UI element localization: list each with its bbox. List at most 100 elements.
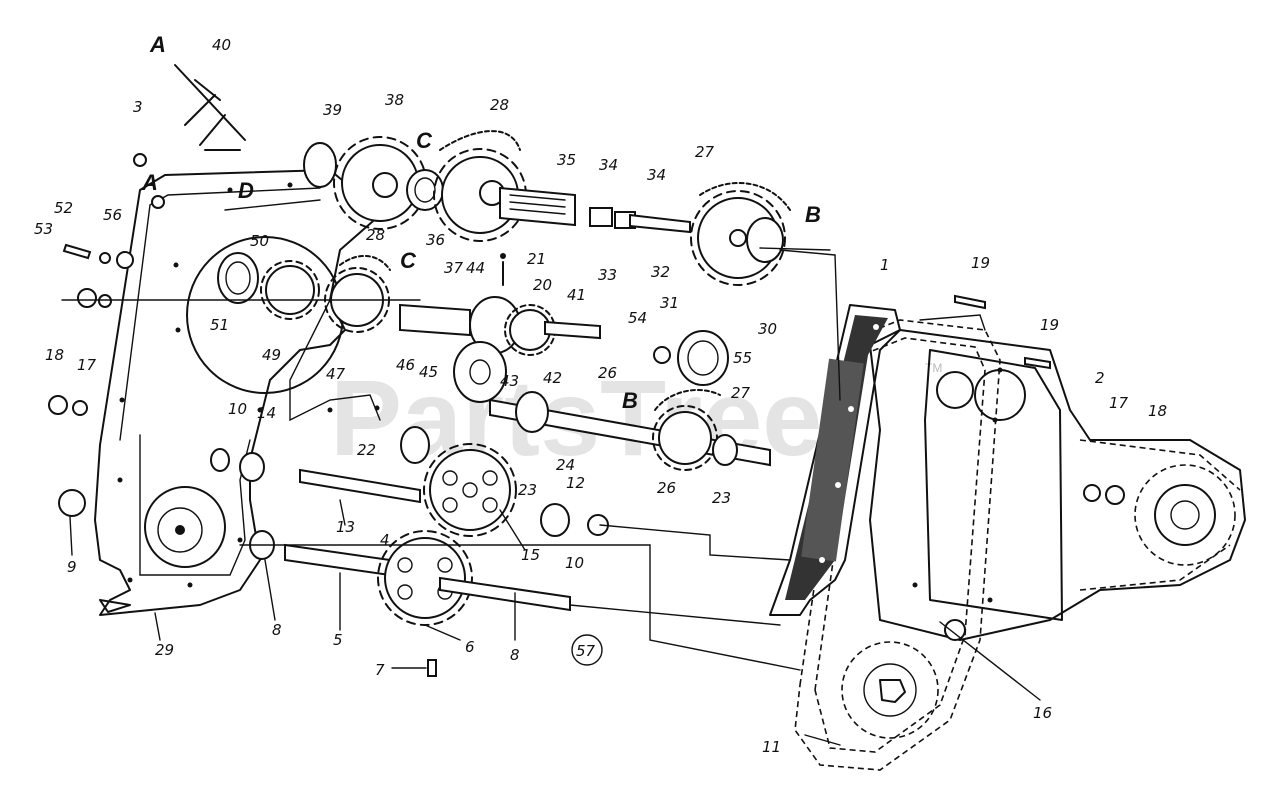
- callout-36: 36: [426, 231, 445, 249]
- bolt-53: [62, 243, 92, 260]
- letter-b-upper: B: [805, 202, 821, 227]
- callout-10a: 10: [228, 400, 247, 418]
- washer-39: [303, 142, 337, 188]
- callout-11: 11: [762, 738, 781, 756]
- hex-nut: [879, 679, 906, 703]
- callout-4: 4: [380, 531, 390, 549]
- washer-54: [653, 346, 671, 364]
- callout-38: 38: [385, 91, 404, 109]
- callout-51: 51: [210, 316, 229, 334]
- nut-18-right: [1105, 485, 1125, 505]
- letter-d: D: [238, 178, 254, 203]
- callout-41: 41: [567, 286, 586, 304]
- washer-10a: [210, 448, 230, 472]
- bushing-30: [746, 217, 784, 263]
- callout-44: 44: [466, 259, 485, 277]
- bearing-55: [677, 330, 729, 386]
- callout-10b: 10: [565, 554, 584, 572]
- callout-54: 54: [628, 309, 647, 327]
- right-housing-boss: [1154, 484, 1216, 546]
- callout-1: 1: [880, 256, 890, 274]
- center-hub: [399, 296, 601, 356]
- cover-plate: [924, 349, 1063, 621]
- sprocket-49: [265, 265, 315, 315]
- chain-27-upper: [699, 182, 791, 211]
- callout-18a: 18: [45, 346, 64, 364]
- callout-9: 9: [67, 558, 77, 576]
- bolt-19a: [954, 294, 986, 310]
- washer-10b: [587, 514, 609, 536]
- callout-37: 37: [444, 259, 464, 277]
- callout-32: 32: [651, 263, 670, 281]
- callout-43: 43: [500, 372, 519, 390]
- callout-5: 5: [333, 631, 343, 649]
- washer-17-right: [1083, 484, 1101, 502]
- bolt-18-upper: [77, 288, 97, 308]
- callout-15: 15: [521, 546, 540, 564]
- callout-57: 57: [576, 642, 596, 660]
- key-7: [427, 659, 437, 677]
- callouts: 1 2 3 4 5 6 7 8 8 9 10 10 11 12 13 14 15…: [34, 36, 1167, 756]
- bolt-9: [58, 489, 86, 517]
- callout-46: 46: [396, 356, 415, 374]
- callout-47: 47: [326, 365, 346, 383]
- shaft-26: [489, 391, 771, 471]
- chain-28-upper: [439, 130, 521, 151]
- callout-22: 22: [357, 441, 376, 459]
- callout-27b: 27: [731, 384, 751, 402]
- callout-39: 39: [323, 101, 342, 119]
- bushing-22: [400, 426, 430, 464]
- letter-c-lower: C: [400, 248, 417, 273]
- callout-28b: 28: [366, 226, 385, 244]
- callout-18b: 18: [1148, 402, 1167, 420]
- shaft-13: [299, 468, 421, 504]
- callout-26a: 26: [598, 364, 617, 382]
- chain-27-lower: [654, 389, 721, 411]
- callout-8a: 8: [272, 621, 282, 639]
- clip-3: [133, 153, 147, 167]
- callout-17a: 17: [77, 356, 97, 374]
- nut-18: [48, 395, 68, 415]
- right-housing: [869, 329, 1246, 641]
- spline-shaft-35: [499, 186, 576, 227]
- housing-bolt-holes: [117, 182, 380, 588]
- callout-14: 14: [257, 404, 276, 422]
- callout-42: 42: [543, 369, 562, 387]
- callout-28a: 28: [490, 96, 509, 114]
- bolt-19b: [1024, 356, 1051, 370]
- callout-33: 33: [598, 266, 617, 284]
- callout-49: 49: [262, 346, 281, 364]
- washer-17: [72, 400, 88, 416]
- bushing-12: [540, 503, 570, 537]
- callout-30: 30: [758, 320, 777, 338]
- callout-55: 55: [733, 349, 752, 367]
- housing-boss-lower: [144, 486, 226, 568]
- callout-27a: 27: [695, 143, 715, 161]
- shaft-32: [589, 207, 691, 234]
- letter-a-top: A: [149, 32, 166, 57]
- letter-b-lower: B: [622, 388, 638, 413]
- callout-26b: 26: [657, 479, 676, 497]
- callout-50: 50: [250, 232, 269, 250]
- callout-53: 53: [34, 220, 53, 238]
- pin-21: [500, 253, 506, 259]
- housing-boss-large: [186, 236, 344, 394]
- callout-35: 35: [557, 151, 576, 169]
- shaft-8: [439, 576, 571, 612]
- callout-31: 31: [660, 294, 679, 312]
- callout-40: 40: [212, 36, 231, 54]
- callout-52: 52: [54, 199, 73, 217]
- callout-23a: 23: [518, 481, 537, 499]
- callout-29: 29: [155, 641, 174, 659]
- bearing-51: [217, 252, 259, 304]
- callout-19b: 19: [1040, 316, 1059, 334]
- letter-c-upper: C: [416, 128, 433, 153]
- washer-52: [99, 252, 111, 264]
- bushing-36: [406, 169, 444, 211]
- callout-6: 6: [465, 638, 475, 656]
- letter-a-side: A: [141, 170, 158, 195]
- callout-34b: 34: [647, 166, 666, 184]
- callout-7: 7: [375, 661, 385, 679]
- callout-21: 21: [527, 250, 546, 268]
